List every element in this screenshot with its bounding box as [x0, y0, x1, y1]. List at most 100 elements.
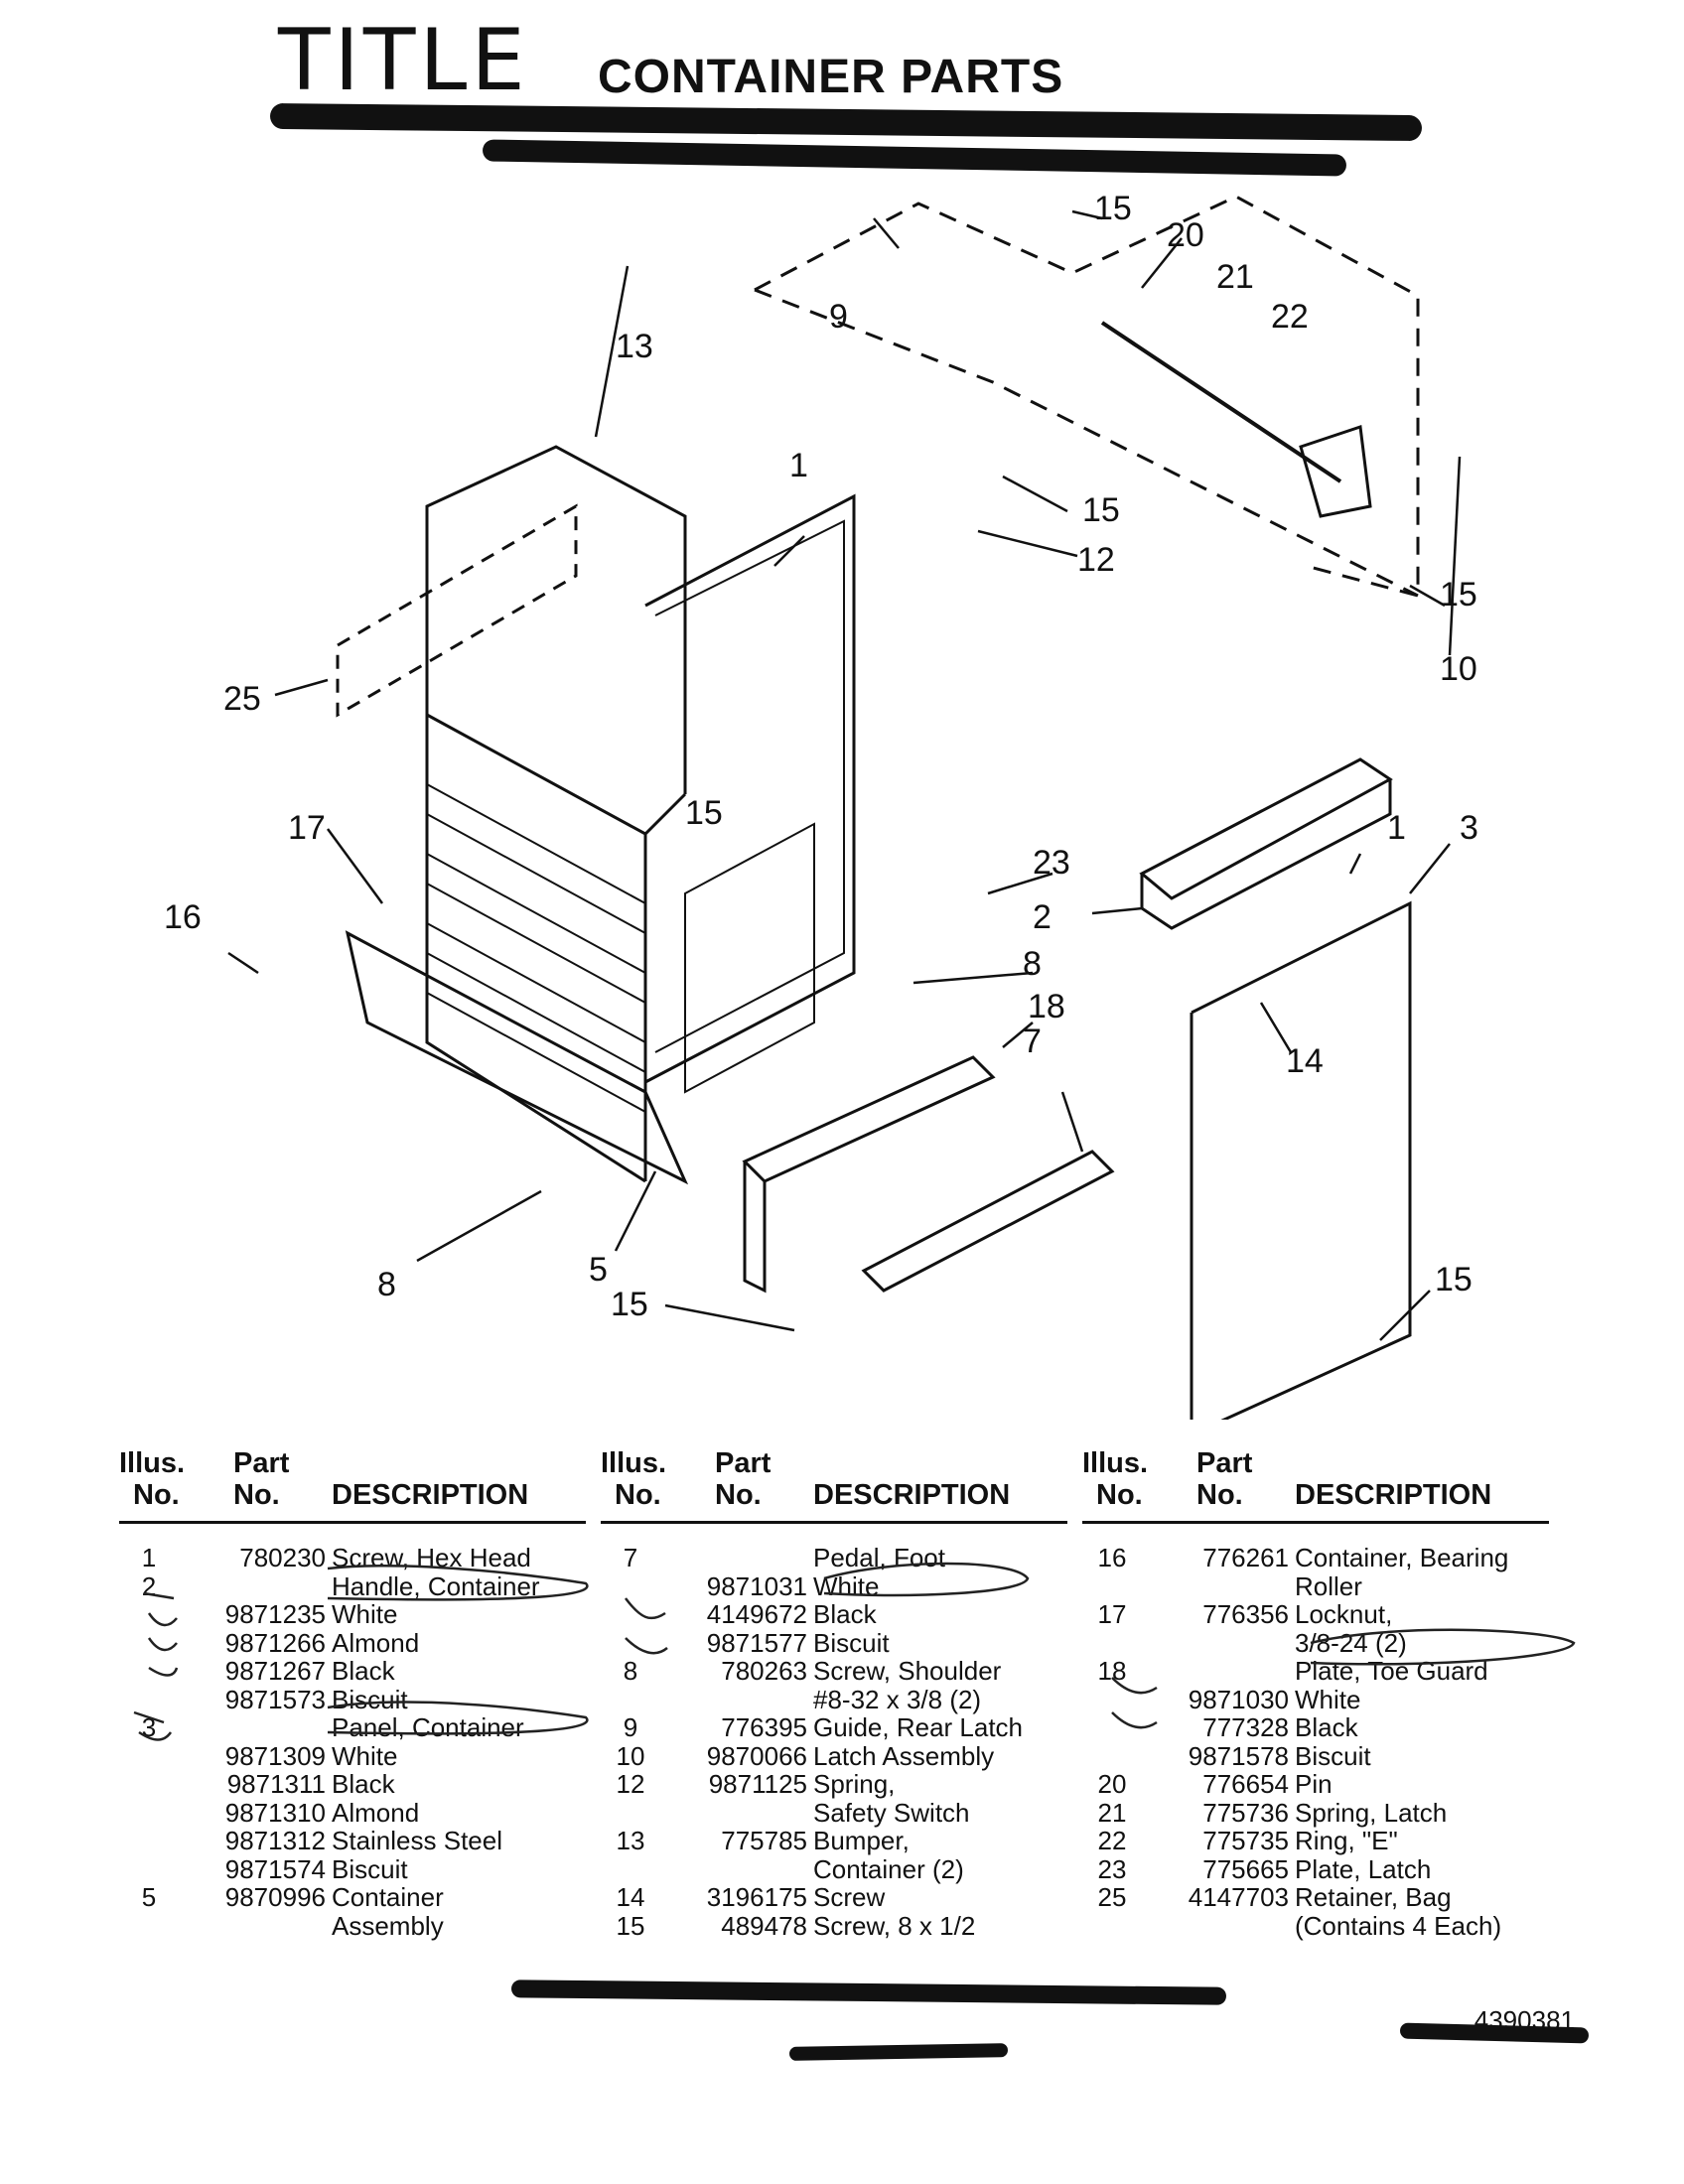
callout: 3: [1460, 809, 1478, 847]
part-description: Safety Switch: [813, 1797, 970, 1828]
illus-number: 23: [1097, 1853, 1127, 1884]
illus-number: 8: [623, 1656, 638, 1686]
part-description: #8-32 x 3/8 (2): [813, 1684, 982, 1714]
part-description: Locknut,: [1295, 1599, 1393, 1629]
part-description: Black: [332, 1656, 395, 1686]
part-description: Container, Bearing: [1295, 1543, 1509, 1572]
callout: 5: [589, 1251, 608, 1289]
table-row: Roller: [1082, 1570, 1549, 1601]
part-number: 780230: [239, 1543, 326, 1572]
part-number: 776356: [1202, 1599, 1289, 1629]
header-illus: Illus.: [1082, 1447, 1149, 1479]
part-number: 775785: [721, 1826, 807, 1855]
callout-labels: 15 20 21 22 9 13 1 15 12 15 10 25 15 17 …: [164, 190, 1478, 1323]
part-description: Biscuit: [813, 1627, 890, 1658]
handwritten-annotation-marks: [133, 1562, 1576, 1741]
callout: 16: [164, 898, 202, 936]
part-description: Almond: [332, 1797, 420, 1828]
part-description: Latch Assembly: [813, 1740, 995, 1771]
part-description: Roller: [1295, 1570, 1362, 1601]
part-number: 9871578: [1188, 1740, 1289, 1771]
illus-number: 17: [1097, 1599, 1127, 1629]
part-number: 776395: [721, 1712, 807, 1742]
part-number: 9871030: [1188, 1684, 1289, 1714]
part-description: Screw, Shoulder: [813, 1656, 1002, 1686]
part-description: White: [332, 1599, 398, 1629]
part-number: 776654: [1202, 1769, 1289, 1799]
part-number: 4149672: [706, 1599, 807, 1629]
part-description: Bumper,: [813, 1826, 910, 1855]
redaction-mark-models: [269, 102, 1423, 142]
handwritten-squiggle: [133, 1710, 173, 1741]
part-number: 9871312: [224, 1826, 326, 1855]
part-number: 775736: [1202, 1797, 1289, 1828]
part-number: 775665: [1202, 1853, 1289, 1884]
illus-number: 25: [1097, 1882, 1127, 1912]
part-description: (Contains 4 Each): [1295, 1910, 1502, 1941]
part-number: 489478: [721, 1910, 807, 1941]
handwritten-loop: [1310, 1628, 1576, 1666]
header-illus-no: No.: [133, 1479, 180, 1511]
part-description: Retainer, Bag: [1295, 1882, 1452, 1912]
callout: 1: [1387, 809, 1406, 847]
redaction-mark-footer-small: [788, 2043, 1009, 2061]
illus-number: 10: [616, 1740, 645, 1771]
part-description: Handle, Container: [332, 1570, 540, 1601]
header-description: DESCRIPTION: [1295, 1479, 1492, 1511]
header-description: DESCRIPTION: [813, 1479, 1011, 1511]
callout: 13: [616, 328, 653, 365]
redaction-mark-colors: [482, 139, 1347, 177]
part-number: 9871031: [706, 1570, 807, 1601]
exploded-parts-diagram: 15 20 21 22 9 13 1 15 12 15 10 25 15 17 …: [0, 179, 1684, 1436]
header-part: Part: [1196, 1447, 1253, 1479]
part-description: Black: [1295, 1712, 1358, 1742]
callout: 8: [1023, 945, 1042, 983]
handwritten-squiggle: [143, 1591, 179, 1677]
side-panel: [1191, 900, 1412, 1436]
base-rail: [345, 930, 689, 1185]
part-number: 9871235: [224, 1599, 326, 1629]
callout: 25: [223, 680, 261, 718]
header-illus: Illus.: [601, 1447, 667, 1479]
part-number: 9871267: [224, 1656, 326, 1686]
callout: 20: [1167, 216, 1204, 254]
foot-pedal: [861, 1150, 1115, 1293]
handwritten-loop: [327, 1701, 589, 1735]
column-header: Illus. No. Part No. DESCRIPTION: [1082, 1449, 1549, 1524]
part-description: Black: [813, 1599, 877, 1629]
header-part: Part: [715, 1447, 772, 1479]
handwritten-loop: [327, 1565, 589, 1601]
illus-number: 16: [1097, 1543, 1127, 1572]
part-description: Container: [332, 1882, 444, 1912]
part-number: 9870996: [224, 1882, 326, 1912]
container-frame: [425, 445, 687, 794]
callout: 7: [1023, 1023, 1042, 1060]
header-part-no: No.: [715, 1479, 762, 1511]
callout: 9: [829, 298, 848, 336]
callout: 17: [288, 809, 326, 847]
part-number: 3196175: [706, 1882, 807, 1912]
part-number: 9871125: [708, 1769, 807, 1799]
part-number: 9871577: [706, 1627, 807, 1658]
handwritten-loop: [823, 1562, 1030, 1597]
callout: 12: [1077, 541, 1115, 579]
